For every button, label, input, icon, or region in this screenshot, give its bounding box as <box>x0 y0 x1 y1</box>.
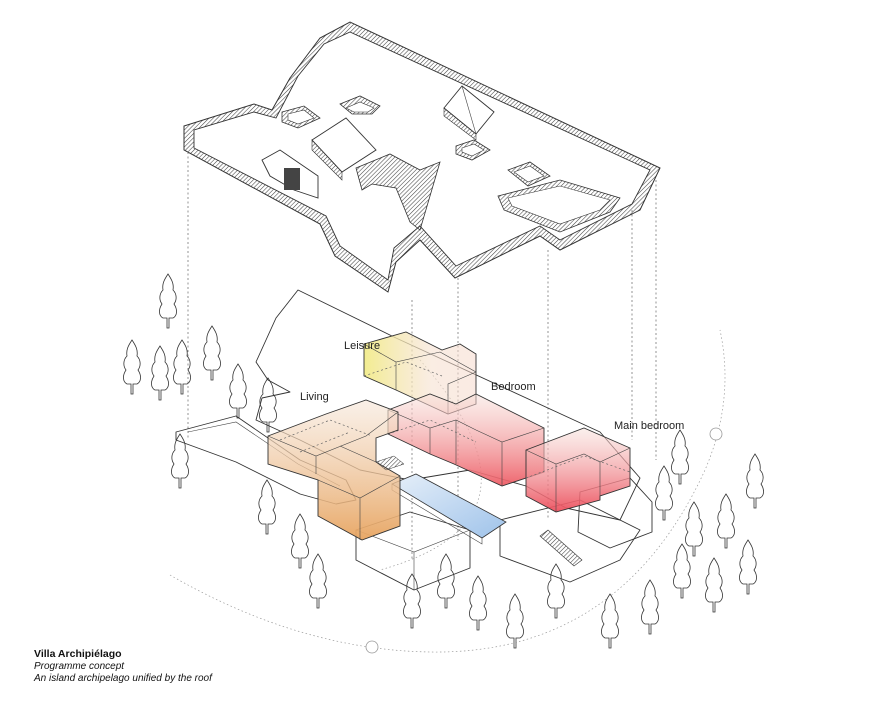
program-labels: Leisure Living Bedroom Main bedroom <box>300 340 684 432</box>
caption-subtitle: Programme concept <box>34 660 125 672</box>
tree-icon <box>309 553 327 609</box>
label-living: Living <box>300 391 329 403</box>
caption-description: An island archipelago unified by the roo… <box>34 673 212 684</box>
tree-icon <box>746 453 764 509</box>
pool <box>391 473 507 545</box>
tree-icon <box>259 377 277 433</box>
bedroom-volume <box>387 393 545 487</box>
tree-icon <box>506 593 524 649</box>
tree-icon <box>655 465 673 521</box>
roof-structure <box>183 21 661 293</box>
tree-icon <box>159 273 177 329</box>
tree-icon <box>671 429 689 485</box>
leisure-volume <box>363 331 477 415</box>
caption-title: Villa Archipiélago <box>34 648 122 660</box>
label-bedroom: Bedroom <box>491 381 536 393</box>
tree-icon <box>547 563 565 619</box>
roof-courtyards <box>281 95 621 233</box>
tree-icon <box>717 493 735 549</box>
tree-icon <box>123 339 141 395</box>
tree-icon <box>601 593 619 649</box>
roof-skylights <box>261 85 495 199</box>
label-main-bedroom: Main bedroom <box>614 420 684 432</box>
tree-icon <box>705 557 723 613</box>
tree-icon <box>203 325 221 381</box>
tree-icon <box>641 579 659 635</box>
tree-icon <box>258 479 276 535</box>
label-leisure: Leisure <box>344 340 380 352</box>
tree-icon <box>291 513 309 569</box>
tree-icon <box>151 345 169 401</box>
living-volume <box>267 399 401 541</box>
main-bedroom-volume <box>525 427 631 513</box>
caption: Villa Archipiélago Programme concept An … <box>34 648 212 686</box>
tree-icon <box>173 339 191 395</box>
tree-icon <box>673 543 691 599</box>
site-orbit-arc <box>169 329 726 654</box>
tree-icon <box>469 575 487 631</box>
trees <box>123 273 764 649</box>
tree-icon <box>437 553 455 609</box>
tree-icon <box>739 539 757 595</box>
tree-icon <box>229 363 247 419</box>
tree-icon <box>685 501 703 557</box>
tree-icon <box>403 573 421 629</box>
tree-icon <box>171 433 189 489</box>
